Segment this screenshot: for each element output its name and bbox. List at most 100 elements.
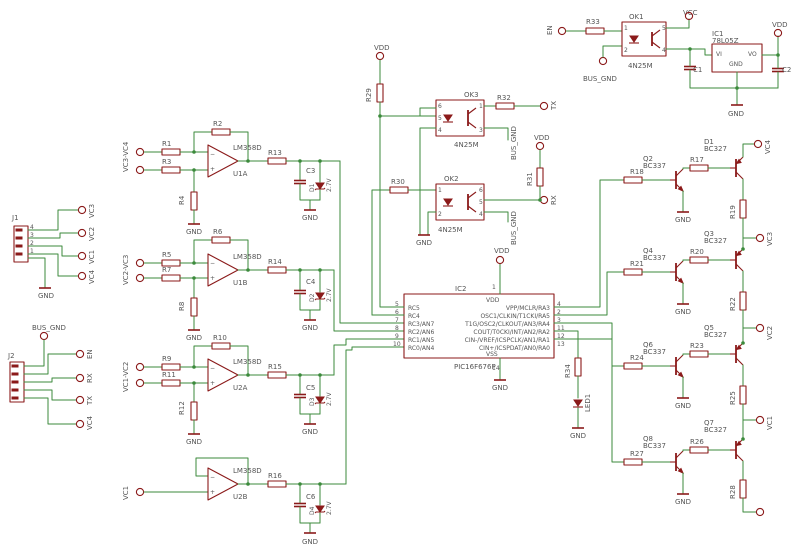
svg-text:3: 3: [557, 317, 561, 324]
svg-text:R32: R32: [497, 94, 511, 102]
svg-text:6: 6: [395, 309, 399, 316]
bus-gnd-label: BUS_GND: [583, 75, 617, 83]
svg-text:1: 1: [30, 248, 34, 255]
svg-text:Q4: Q4: [643, 247, 654, 255]
stage-u2b: VC1 LM358D U2B R16 C6 D4 2.7V GND: [122, 457, 347, 546]
svg-text:BC337: BC337: [643, 162, 666, 170]
svg-text:R11: R11: [162, 371, 176, 379]
led1-icon: [573, 399, 583, 407]
svg-text:VC4: VC4: [88, 269, 96, 284]
svg-text:VC2: VC2: [766, 326, 774, 340]
svg-text:14: 14: [492, 365, 500, 372]
svg-text:RX: RX: [550, 195, 558, 205]
svg-text:R5: R5: [162, 251, 171, 259]
svg-text:BC327: BC327: [704, 426, 727, 434]
r33-label: R33: [586, 18, 600, 26]
svg-text:D1: D1: [704, 138, 714, 146]
svg-text:C5: C5: [306, 384, 315, 392]
svg-text:2: 2: [30, 240, 34, 247]
q4-transistor: [669, 260, 684, 284]
svg-text:GND: GND: [492, 384, 508, 392]
svg-text:GND: GND: [302, 214, 318, 222]
q2-transistor: [669, 168, 684, 192]
svg-text:R22: R22: [729, 297, 737, 311]
svg-text:RX: RX: [86, 373, 94, 383]
svg-text:VC1: VC1: [88, 250, 96, 264]
svg-text:R3: R3: [162, 158, 171, 166]
svg-text:BC327: BC327: [704, 331, 727, 339]
svg-text:J1: J1: [11, 214, 19, 222]
svg-text:BC337: BC337: [643, 348, 666, 356]
svg-text:R24: R24: [630, 354, 644, 362]
svg-text:D3: D3: [309, 397, 316, 406]
svg-text:11: 11: [557, 325, 565, 332]
svg-text:GND: GND: [675, 308, 691, 316]
svg-text:RC0/AN4: RC0/AN4: [408, 345, 434, 352]
svg-text:BC327: BC327: [704, 145, 727, 153]
svg-text:VPP/MCLR/RA3: VPP/MCLR/RA3: [506, 305, 550, 312]
svg-text:VDD: VDD: [534, 134, 550, 142]
supply-section: EN R33 BUS_GND OK1 4N25M 1 2 5 4 VCC C1 …: [546, 9, 791, 118]
j1-connector: J1 GND 4 3 2 1 VC3 VC2 VC1 VC4: [11, 204, 96, 300]
ok2-optocoupler: OK2 4N25M 1 2 6 5 4: [435, 175, 485, 234]
svg-text:BUS_GND: BUS_GND: [32, 324, 66, 332]
svg-text:5: 5: [662, 25, 666, 32]
q3-transistor: [729, 248, 744, 272]
svg-text:1: 1: [492, 284, 496, 291]
svg-text:J2: J2: [7, 352, 15, 360]
svg-text:RC3/AN7: RC3/AN7: [408, 321, 434, 328]
svg-text:R21: R21: [630, 260, 644, 268]
svg-text:8: 8: [395, 325, 399, 332]
svg-text:R29: R29: [365, 88, 373, 102]
svg-text:GND: GND: [302, 538, 318, 546]
svg-text:1: 1: [624, 25, 628, 32]
en-terminal: [557, 26, 567, 36]
svg-text:R27: R27: [630, 450, 644, 458]
svg-text:GND: GND: [675, 216, 691, 224]
stage-u1a: VC3-VC4 R1 R3 R2 R4 GND LM358D U1A R13 C…: [122, 120, 341, 236]
svg-text:1: 1: [438, 187, 442, 194]
svg-text:GND: GND: [186, 438, 202, 446]
ok1-led-icon: [629, 35, 639, 43]
svg-text:T1G/OSC2/CLKOUT/AN3/RA4: T1G/OSC2/CLKOUT/AN3/RA4: [464, 321, 550, 328]
svg-text:R25: R25: [729, 391, 737, 405]
svg-text:C4: C4: [306, 278, 316, 286]
svg-text:TX: TX: [550, 101, 558, 111]
transistor-ladder: R18 Q2 BC337 GND R17 D1 BC327 VC4 R19 R2…: [553, 138, 774, 517]
svg-text:VO: VO: [748, 51, 757, 58]
q8-transistor: [669, 450, 684, 474]
svg-text:RC4: RC4: [408, 313, 420, 320]
svg-text:R28: R28: [729, 485, 737, 499]
svg-text:VC2-VC3: VC2-VC3: [122, 255, 130, 285]
svg-text:Q7: Q7: [704, 419, 714, 427]
svg-text:R2: R2: [213, 120, 222, 128]
svg-text:VDD: VDD: [374, 44, 390, 52]
stage-u1b: VC2-VC3 R5 R7 R6 R8 GND LM358D U1B R14 C…: [122, 228, 335, 342]
c2-label: C2: [782, 66, 791, 74]
svg-text:VDD: VDD: [494, 247, 510, 255]
svg-text:R18: R18: [630, 168, 644, 176]
ok1-optocoupler: [621, 21, 667, 57]
ok1-label: OK1: [629, 13, 644, 21]
svg-text:R34: R34: [564, 364, 572, 378]
svg-text:OSC1/CLKIN/T1CKI/RA5: OSC1/CLKIN/T1CKI/RA5: [480, 313, 550, 320]
svg-text:5: 5: [438, 115, 442, 122]
svg-text:9: 9: [395, 333, 399, 340]
svg-text:R9: R9: [162, 355, 171, 363]
svg-text:6: 6: [479, 187, 483, 194]
svg-text:4: 4: [557, 301, 561, 308]
svg-text:BUS_GND: BUS_GND: [510, 126, 518, 160]
svg-text:RC5: RC5: [408, 305, 420, 312]
svg-text:Q2: Q2: [643, 155, 653, 163]
svg-text:U1B: U1B: [233, 279, 248, 287]
q1-transistor: [729, 156, 744, 180]
svg-text:GND: GND: [416, 239, 432, 247]
svg-text:BC337: BC337: [643, 442, 666, 450]
svg-text:EN: EN: [86, 349, 94, 359]
svg-text:4: 4: [479, 211, 483, 218]
svg-text:C3: C3: [306, 167, 315, 175]
svg-text:GND: GND: [729, 61, 743, 68]
ic1-part: 78L05Z: [712, 37, 739, 45]
svg-text:GND: GND: [302, 428, 318, 436]
